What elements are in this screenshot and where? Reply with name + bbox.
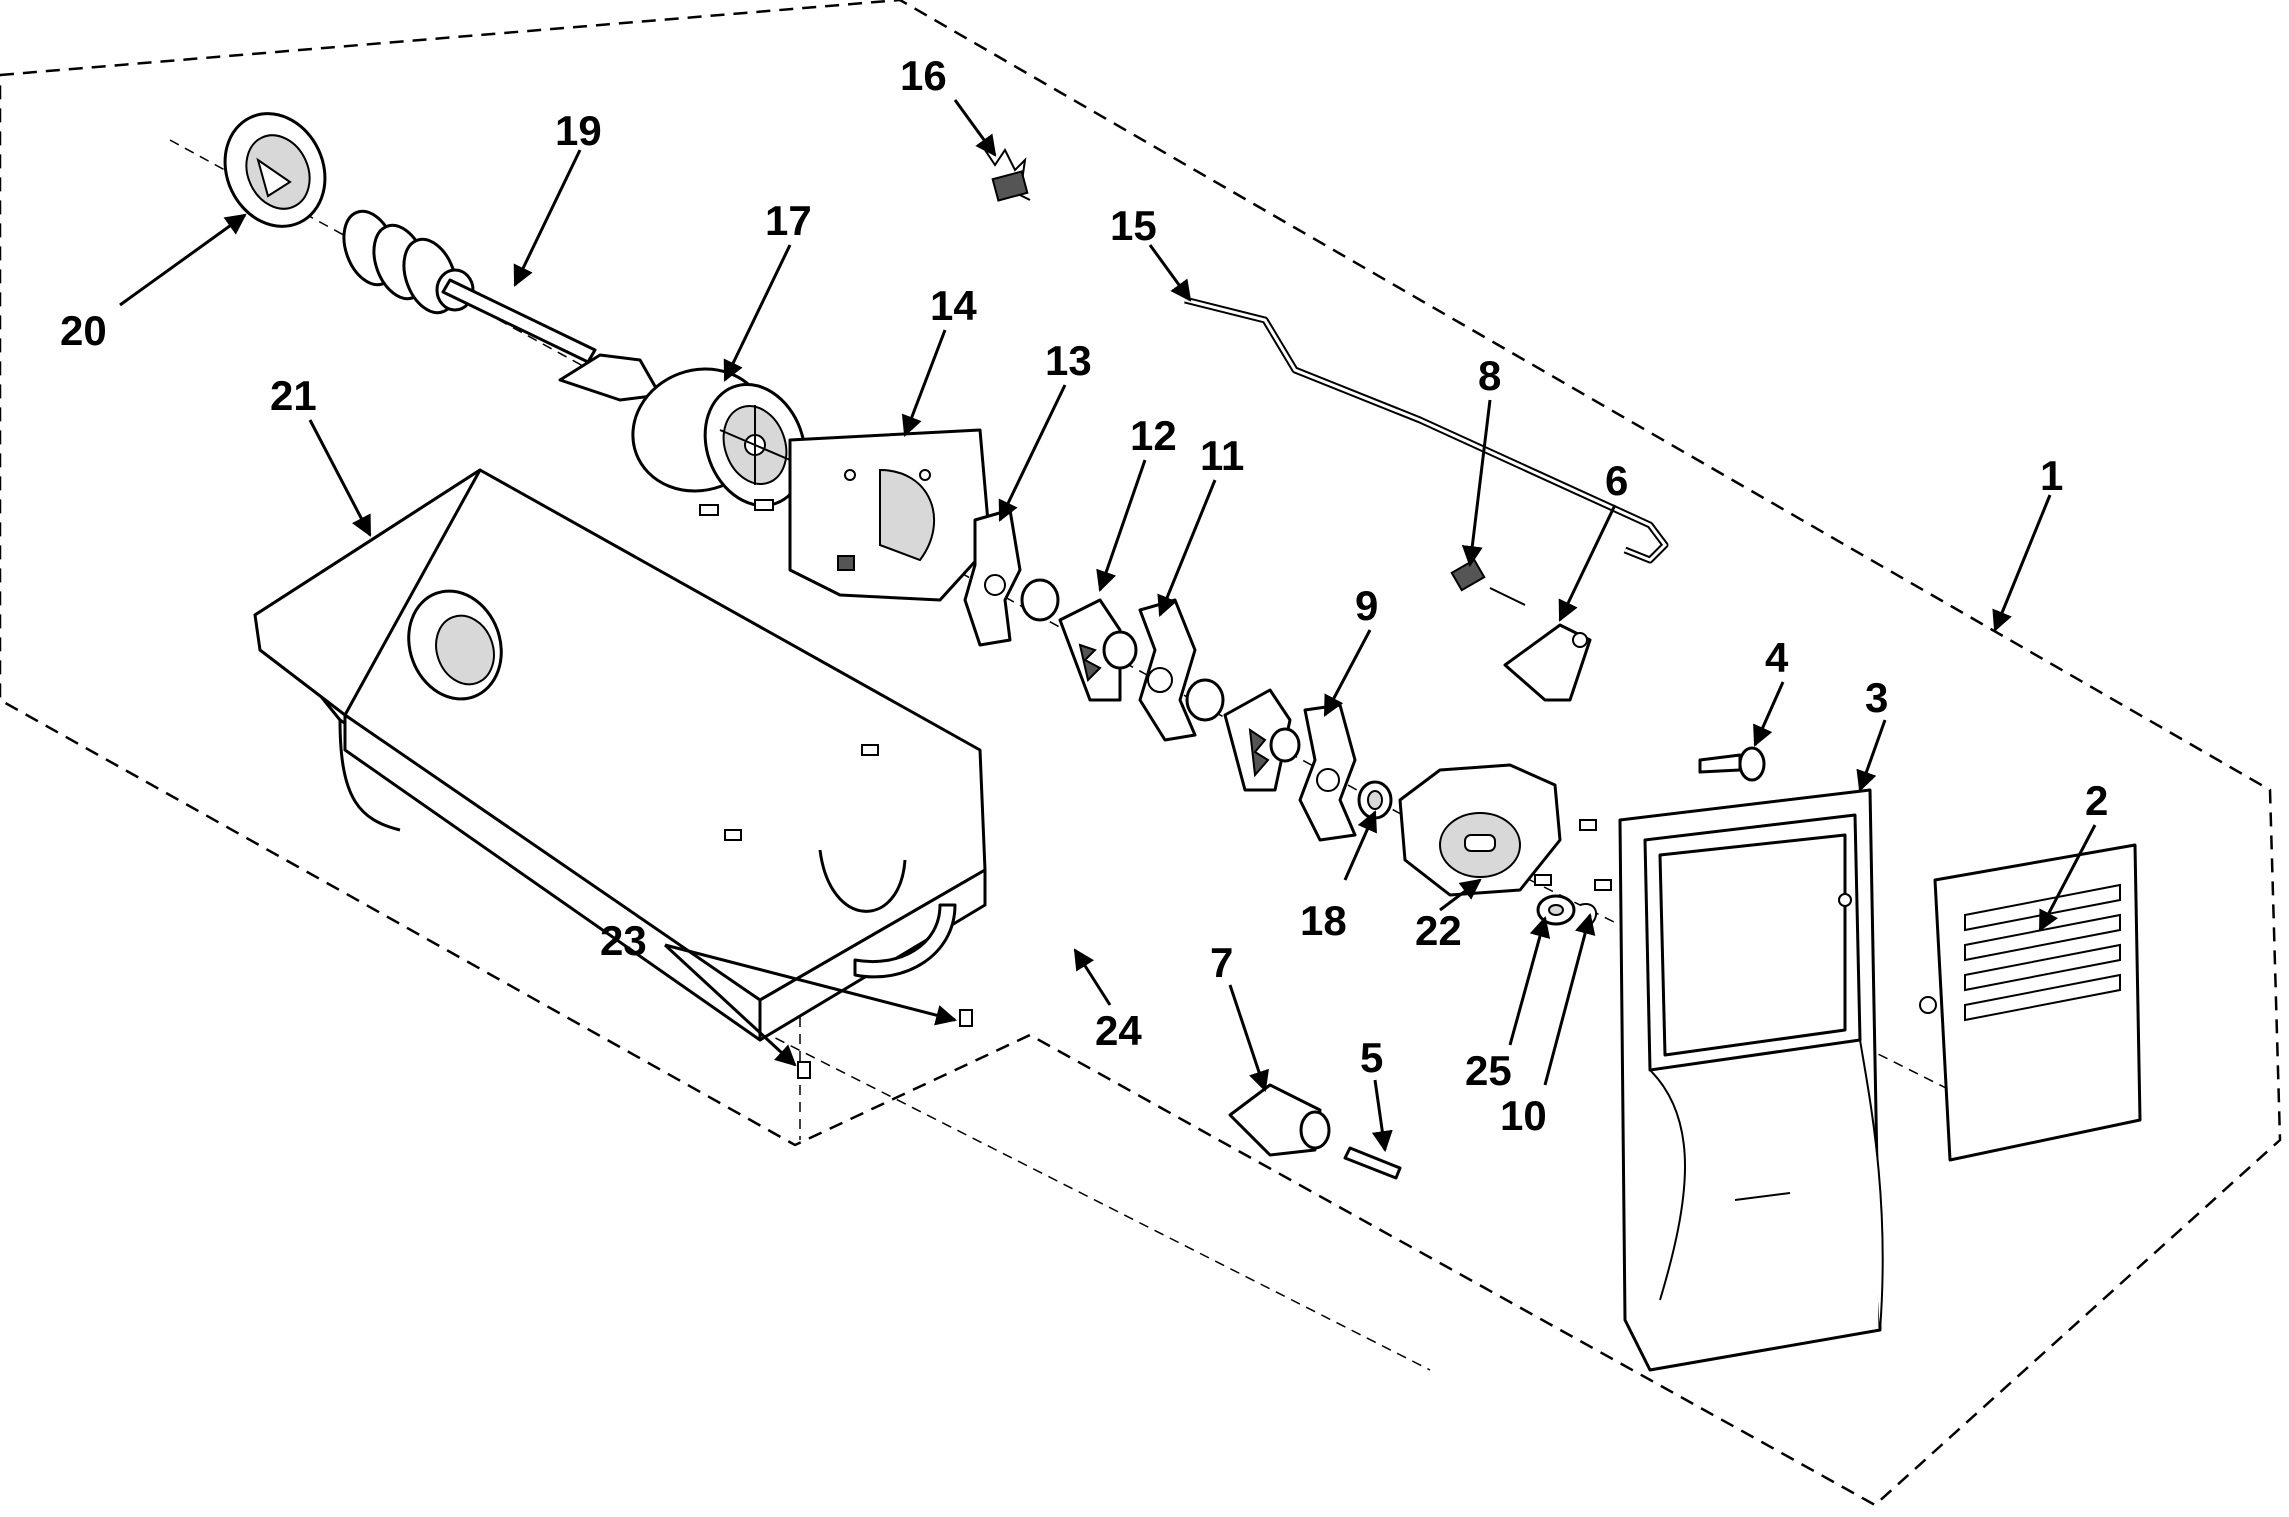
callout-labels: 1 2 3 4 5 6 7 8 9 10 11 12 13 14 15 16 1… <box>60 52 2108 1139</box>
part-9-cam-plate <box>1298 703 1357 842</box>
callout-5: 5 <box>1360 1034 1383 1081</box>
part-19-auger-spring <box>342 209 597 364</box>
callout-25: 25 <box>1465 1047 1512 1094</box>
callout-16: 16 <box>900 52 947 99</box>
part-17-auger-drive <box>558 353 807 508</box>
callout-3: 3 <box>1865 674 1888 721</box>
callout-21: 21 <box>270 372 317 419</box>
callout-11: 11 <box>1200 432 1244 479</box>
part-4-screw <box>1698 746 1766 782</box>
callout-23: 23 <box>600 917 647 964</box>
part-2-grille <box>1919 843 2142 1162</box>
part-14-bracket <box>699 428 992 602</box>
callout-9: 9 <box>1355 582 1378 629</box>
leader-lines <box>119 99 2097 1153</box>
callout-2: 2 <box>2085 777 2108 824</box>
callout-15: 15 <box>1110 202 1157 249</box>
callout-18: 18 <box>1300 897 1347 944</box>
part-13-cam-plate <box>963 508 1060 647</box>
part-3-chute-housing <box>1618 788 1884 1372</box>
part-11-cam-plate <box>1138 598 1225 742</box>
part-15-actuator-rod <box>1184 296 1669 564</box>
callout-10: 10 <box>1500 1092 1547 1139</box>
callout-6: 6 <box>1605 457 1628 504</box>
callout-19: 19 <box>555 107 602 154</box>
callout-22: 22 <box>1415 907 1462 954</box>
part-ratchet-arm-2 <box>1223 688 1301 792</box>
part-7-guide <box>1228 1083 1331 1157</box>
callout-14: 14 <box>930 282 977 329</box>
part-22-motor <box>1398 763 1612 897</box>
part-16-small-spring <box>984 148 1031 202</box>
part-12-ratchet-arm <box>1058 598 1138 702</box>
callout-1: 1 <box>2040 452 2063 499</box>
callout-12: 12 <box>1130 412 1177 459</box>
callout-13: 13 <box>1045 337 1092 384</box>
callout-4: 4 <box>1765 634 1789 681</box>
callout-17: 17 <box>765 197 812 244</box>
part-24-seal-strip <box>853 903 957 979</box>
part-8-spring <box>1450 558 1526 606</box>
callout-8: 8 <box>1478 352 1501 399</box>
part-23-screws <box>797 1009 973 1079</box>
callout-7: 7 <box>1210 939 1233 986</box>
callout-20: 20 <box>60 307 107 354</box>
part-21-ice-bucket <box>253 468 987 1042</box>
part-5-pin <box>1343 1146 1402 1180</box>
part-6-lever <box>1503 623 1592 702</box>
part-20-end-cap <box>223 112 327 228</box>
callout-24: 24 <box>1095 1007 1142 1054</box>
